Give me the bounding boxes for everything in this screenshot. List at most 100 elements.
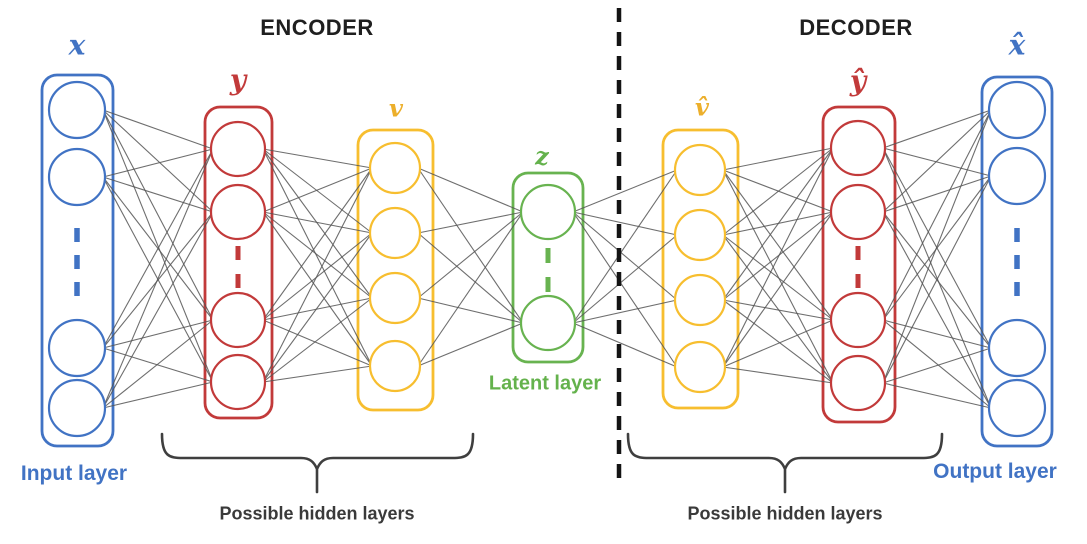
connection-line bbox=[882, 347, 992, 384]
connection-line bbox=[417, 167, 524, 213]
connection-line bbox=[102, 109, 214, 321]
connection-line bbox=[262, 211, 373, 234]
hidden-layer-vhat-neuron bbox=[673, 273, 727, 327]
connection-line bbox=[572, 211, 678, 301]
latent-layer-symbol: z bbox=[535, 141, 549, 171]
hidden-layer-y-neuron bbox=[209, 291, 267, 349]
connection-line bbox=[882, 319, 992, 349]
connection-lines bbox=[102, 109, 992, 409]
connection-line bbox=[262, 211, 373, 299]
connection-line bbox=[102, 319, 214, 349]
connection-line bbox=[722, 169, 834, 321]
input-layer-neuron bbox=[47, 378, 107, 438]
hidden-layer-v-neuron bbox=[368, 339, 422, 393]
connection-line bbox=[722, 147, 834, 171]
connection-line bbox=[722, 366, 834, 384]
connection-line bbox=[882, 109, 992, 149]
connection-line bbox=[572, 169, 678, 213]
hidden-layer-yhat-neuron bbox=[829, 183, 887, 241]
hidden-layer-vhat-neuron bbox=[673, 208, 727, 262]
v-layer-symbol: v bbox=[389, 93, 403, 123]
connection-line bbox=[417, 167, 524, 324]
connection-line bbox=[262, 365, 373, 383]
connection-line bbox=[102, 211, 214, 349]
connection-line bbox=[882, 147, 992, 177]
connection-line bbox=[262, 148, 373, 169]
output-layer-outline bbox=[980, 75, 1054, 448]
connection-line bbox=[417, 211, 524, 367]
connection-line bbox=[102, 211, 214, 409]
connection-line bbox=[262, 232, 373, 321]
connection-line bbox=[882, 175, 992, 321]
connection-line bbox=[722, 211, 834, 301]
connection-line bbox=[102, 109, 214, 383]
connection-line bbox=[262, 232, 373, 383]
connection-line bbox=[882, 319, 992, 409]
connection-line bbox=[417, 232, 524, 324]
latent-layer-outline bbox=[511, 171, 585, 364]
hidden-layer-y-neuron bbox=[209, 353, 267, 411]
connection-line bbox=[102, 109, 214, 150]
connection-line bbox=[102, 347, 214, 383]
connection-line bbox=[262, 167, 373, 213]
decoder-hidden-layers-caption: Possible hidden layers bbox=[687, 503, 883, 524]
output-layer-neuron bbox=[987, 80, 1047, 140]
connection-line bbox=[722, 147, 834, 368]
latent-layer-caption: Latent layer bbox=[488, 372, 602, 395]
connection-line bbox=[417, 297, 524, 324]
connection-line bbox=[722, 234, 834, 321]
input-layer-outline bbox=[40, 73, 115, 448]
output-layer-neuron bbox=[987, 318, 1047, 378]
input-layer-neuron bbox=[47, 80, 107, 140]
connection-line bbox=[417, 211, 524, 299]
hidden-layer-vhat-neuron bbox=[673, 143, 727, 197]
hidden-layer-v-neuron bbox=[368, 206, 422, 260]
hidden-layer-v-outline bbox=[356, 128, 435, 412]
latent-layer-neuron bbox=[519, 183, 577, 241]
connection-line bbox=[572, 322, 678, 368]
connection-line bbox=[417, 211, 524, 234]
connection-line bbox=[572, 211, 678, 236]
hidden-layer-yhat-neuron bbox=[829, 291, 887, 349]
hidden-layers-brace bbox=[626, 432, 944, 494]
overlays bbox=[160, 8, 944, 494]
input-layer-neuron bbox=[47, 318, 107, 378]
layer-outlines bbox=[40, 73, 1054, 448]
hidden-layer-yhat-outline bbox=[821, 105, 897, 424]
connection-line bbox=[722, 234, 834, 384]
hidden-layer-y-neuron bbox=[209, 120, 267, 178]
input-layer-neuron bbox=[47, 147, 107, 207]
encoder-hidden-layers-caption: Possible hidden layers bbox=[219, 503, 415, 524]
connection-line bbox=[102, 381, 214, 409]
connection-line bbox=[572, 299, 678, 324]
connection-line bbox=[102, 109, 214, 213]
connection-line bbox=[102, 319, 214, 409]
hidden-layer-y-outline bbox=[203, 105, 274, 420]
yhat-layer-symbol: ŷ bbox=[849, 64, 867, 98]
connection-line bbox=[722, 319, 834, 368]
output-layer-neuron bbox=[987, 146, 1047, 206]
connection-line bbox=[722, 169, 834, 384]
connection-line bbox=[262, 167, 373, 383]
connection-line bbox=[882, 109, 992, 384]
y-layer-symbol: y bbox=[229, 63, 247, 97]
input-layer-caption: Input layer bbox=[20, 462, 128, 485]
input-layer-symbol: x bbox=[68, 28, 86, 62]
connection-line bbox=[882, 175, 992, 213]
hidden-layer-yhat-neuron bbox=[829, 354, 887, 412]
encoder-title: ENCODER bbox=[260, 15, 374, 40]
connection-line bbox=[882, 175, 992, 384]
output-layer-caption: Output layer bbox=[933, 460, 1057, 483]
connection-line bbox=[882, 109, 992, 213]
connection-line bbox=[102, 176, 214, 213]
connection-line bbox=[882, 211, 992, 409]
connection-line bbox=[262, 211, 373, 367]
connection-line bbox=[102, 148, 214, 409]
connection-line bbox=[262, 167, 373, 321]
connection-line bbox=[722, 299, 834, 321]
hidden-layer-vhat-neuron bbox=[673, 340, 727, 394]
hidden-layer-v-neuron bbox=[368, 141, 422, 195]
connection-line bbox=[572, 169, 678, 324]
